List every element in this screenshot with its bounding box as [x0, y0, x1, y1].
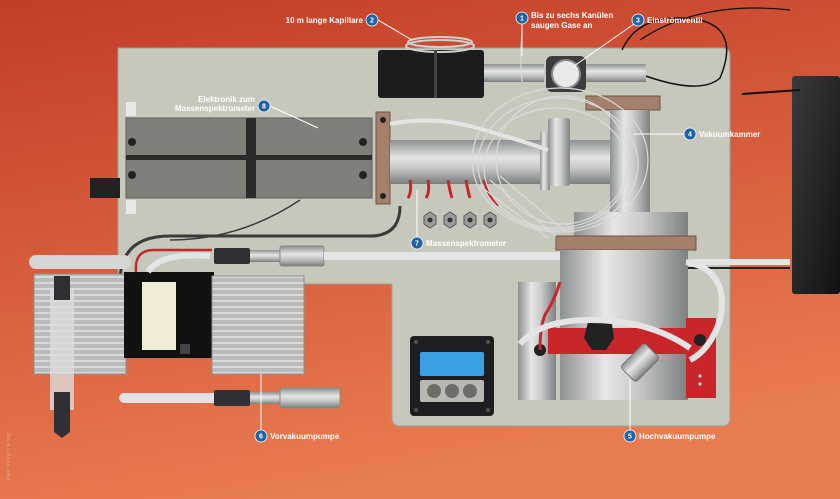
- label-4-line-1: Vakuumkammer: [699, 130, 760, 139]
- label-8-badge: [257, 99, 271, 113]
- label-2-badge: [365, 13, 379, 27]
- label-8-number: 8: [262, 104, 266, 111]
- label-1-line-2: saugen Gase an: [531, 21, 592, 30]
- image-credit: Peter Palm/c't; Emag: [6, 433, 12, 480]
- pump-controller: [410, 336, 494, 416]
- label-5-badge: [623, 429, 637, 443]
- label-3-number: 3: [636, 18, 640, 25]
- label-1: 1 Bis zu sechs Kanülen saugen Gase an: [515, 11, 613, 56]
- label-6-number: 6: [259, 434, 263, 441]
- label-2: 2 10 m lange Kapillare: [286, 13, 413, 41]
- label-7: 7 Massenspektrometer: [410, 190, 506, 250]
- label-1-number: 1: [520, 16, 524, 23]
- label-3-badge: [631, 13, 645, 27]
- label-6-line-1: Vorvakuumpumpe: [270, 432, 340, 441]
- label-5-number: 5: [628, 434, 632, 441]
- roughing-pump: [33, 272, 305, 438]
- label-4: 4 Vakuumkammer: [634, 127, 760, 141]
- label-6-badge: [254, 429, 268, 443]
- label-3-line-1: Einströmventil: [647, 16, 703, 25]
- label-7-line-1: Massenspektrometer: [426, 239, 506, 248]
- label-5-line-1: Hochvakuumpumpe: [639, 432, 716, 441]
- label-8-line-2: Massenspektrometer: [175, 104, 255, 113]
- label-8: 8 Elektronik zum Massenspektrometer: [175, 95, 319, 129]
- electronics-unit: [90, 102, 373, 214]
- label-6: 6 Vorvakuumpumpe: [254, 374, 340, 443]
- external-cable: [741, 89, 801, 95]
- label-4-number: 4: [688, 132, 692, 139]
- label-7-badge: [410, 236, 424, 250]
- label-7-number: 7: [415, 241, 419, 248]
- cannula-tubes: [471, 29, 649, 239]
- label-4-badge: [683, 127, 697, 141]
- label-2-number: 2: [370, 18, 374, 25]
- label-1-line-1: Bis zu sechs Kanülen: [531, 11, 613, 20]
- label-2-line-1: 10 m lange Kapillare: [286, 16, 364, 25]
- mass-spectrometer: [375, 111, 610, 229]
- external-unit: [792, 76, 840, 294]
- label-5: 5 Hochvakuumpumpe: [623, 380, 716, 443]
- capillary-coil: [378, 36, 544, 98]
- label-8-line-1: Elektronik zum: [198, 95, 255, 104]
- label-3: 3 Einströmventil: [573, 13, 703, 67]
- label-1-badge: [515, 11, 529, 25]
